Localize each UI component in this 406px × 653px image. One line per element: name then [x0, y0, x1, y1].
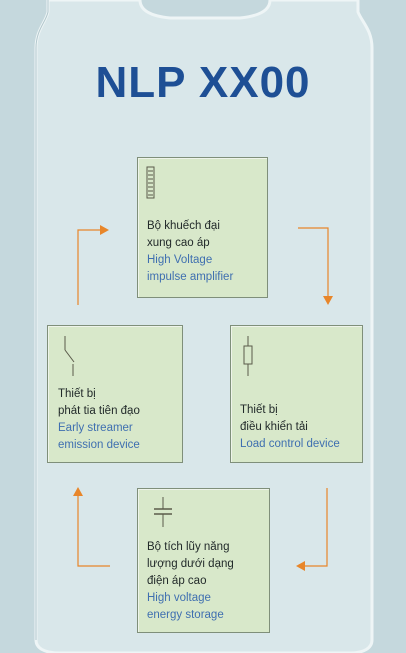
emission-vn-line2: phát tia tiên đạo — [58, 405, 140, 417]
storage-en-line1: High voltage — [147, 592, 211, 604]
load-en-line1: Load control device — [240, 438, 340, 450]
capacitor-icon — [154, 497, 172, 527]
storage-en-line2: energy storage — [147, 609, 224, 621]
amplifier-box: Bộ khuếch đại xung cao áp High Voltage i… — [137, 157, 268, 298]
emission-en-line2: emission device — [58, 439, 140, 451]
emission-vn-line1: Thiết bị — [58, 388, 96, 400]
emission-box: Thiết bị phát tia tiên đạo Early streame… — [47, 325, 183, 463]
coil-icon — [146, 166, 155, 199]
amplifier-vn-line1: Bộ khuếch đại — [147, 220, 220, 232]
load-control-box: Thiết bị điều khiển tải Load control dev… — [230, 325, 363, 463]
storage-vn-line1: Bộ tích lũy năng — [147, 541, 230, 553]
product-title: NLP XX00 — [95, 58, 311, 107]
storage-vn-line2: lượng dưới dạng — [147, 558, 234, 570]
amplifier-vn-line2: xung cao áp — [147, 237, 210, 249]
storage-vn-line3: điện áp cao — [147, 575, 207, 587]
load-vn-line2: điều khiển tải — [240, 421, 308, 433]
switch-icon — [64, 336, 75, 376]
amplifier-en-line1: High Voltage — [147, 254, 213, 266]
storage-box: Bộ tích lũy năng lượng dưới dạng điện áp… — [137, 488, 270, 633]
resistor-icon — [243, 336, 253, 376]
emission-en-line1: Early streamer — [58, 422, 133, 434]
amplifier-en-line2: impulse amplifier — [147, 271, 234, 283]
load-vn-line1: Thiết bị — [240, 404, 278, 416]
